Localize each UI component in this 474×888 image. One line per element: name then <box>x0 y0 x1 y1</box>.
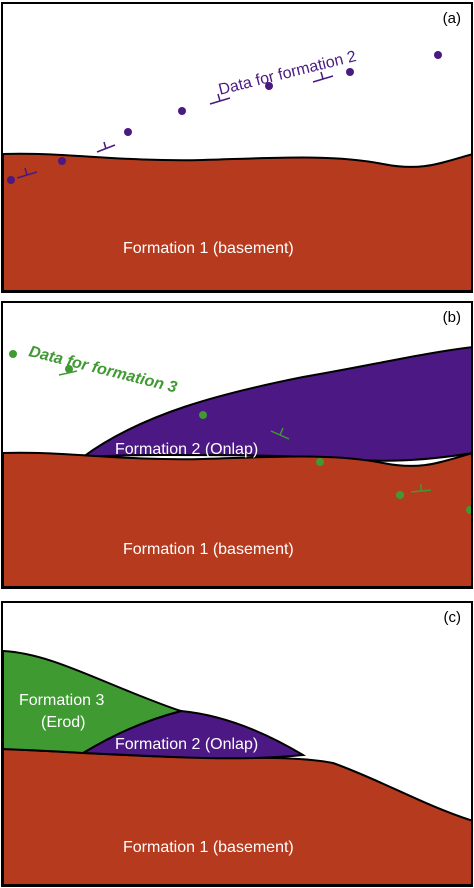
formation-1-label: Formation 1 (basement) <box>123 240 294 257</box>
data-point <box>65 365 73 373</box>
panel-label: (b) <box>442 309 461 326</box>
data-point <box>178 107 186 115</box>
orientation-symbols <box>16 71 334 179</box>
orientation-symbol <box>270 427 290 440</box>
orientation-symbol <box>16 167 38 179</box>
formation-1-label: Formation 1 (basement) <box>123 541 294 558</box>
panel-b-drawing <box>3 346 471 587</box>
panel-c-drawing <box>3 649 471 885</box>
formation-3-label-line2: (Erod) <box>41 714 86 731</box>
panel-c: (c) Formation 3 (Erod) Formation 2 (Onla… <box>1 601 473 887</box>
data-point <box>434 51 442 59</box>
panel-a-drawing <box>3 51 471 291</box>
orientation-symbol <box>209 93 231 105</box>
formation-3-data-points <box>9 350 471 514</box>
data-point <box>124 128 132 136</box>
panel-a: (a) Data for formation 2 Formation 1 (ba… <box>1 2 473 293</box>
data-point <box>396 491 404 499</box>
orientation-symbol <box>312 71 334 83</box>
formation-3-erode <box>3 649 185 755</box>
formation-1-label: Formation 1 (basement) <box>123 839 294 856</box>
formation-1-basement <box>3 451 471 587</box>
formation-1-basement <box>3 152 471 291</box>
formation-3-label-line1: Formation 3 <box>19 692 105 709</box>
data-point <box>58 157 66 165</box>
data-point <box>466 506 471 514</box>
orientation-symbol <box>96 141 116 153</box>
panel-label: (c) <box>443 609 462 626</box>
data-point <box>7 176 15 184</box>
orientation-symbol <box>410 484 432 493</box>
formation-1-basement <box>3 747 471 885</box>
formation-2-label: Formation 2 (Onlap) <box>115 441 259 458</box>
formation-2-data-points <box>7 51 442 184</box>
formation-2-onlap <box>79 346 471 462</box>
data-point <box>346 68 354 76</box>
data-point <box>199 411 207 419</box>
data-point <box>316 458 324 466</box>
data-point <box>9 350 17 358</box>
panel-b: (b) Data for formation 3 Formation 2 (On… <box>1 301 473 589</box>
formation-2-label: Formation 2 (Onlap) <box>115 736 259 753</box>
data-point <box>265 82 273 90</box>
panel-label: (a) <box>442 10 461 27</box>
